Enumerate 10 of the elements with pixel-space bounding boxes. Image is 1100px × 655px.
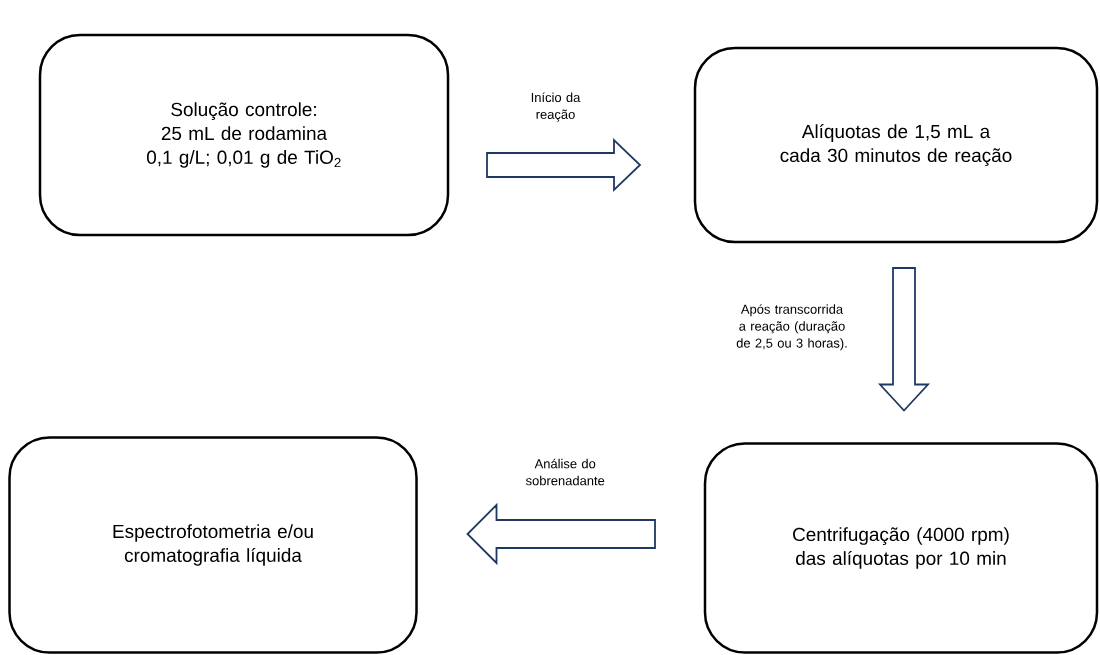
process-box: Alíquotas de 1,5 mL a cada 30 minutos de reação <box>693 46 1099 244</box>
process-box: Espectrofotometria e/ou cromatografia líquida <box>8 436 418 654</box>
process-box: Solução controle: 25 mL de rodamina 0,1 g/L; 0,01 g de TiO$_{2}$ <box>38 33 450 237</box>
block-arrow <box>466 502 656 566</box>
edge-label: Após transcorrida a reação (duração de 2,5 ou 3 horas). <box>736 304 847 351</box>
edge-label: Início da reação <box>531 92 581 122</box>
edge-label: Análise do sobrenadante <box>525 458 605 486</box>
process-box: Centrifugação (4000 rpm) das alíquotas por 10 min <box>703 442 1099 654</box>
block-arrow <box>877 267 931 412</box>
block-arrow <box>486 137 642 193</box>
